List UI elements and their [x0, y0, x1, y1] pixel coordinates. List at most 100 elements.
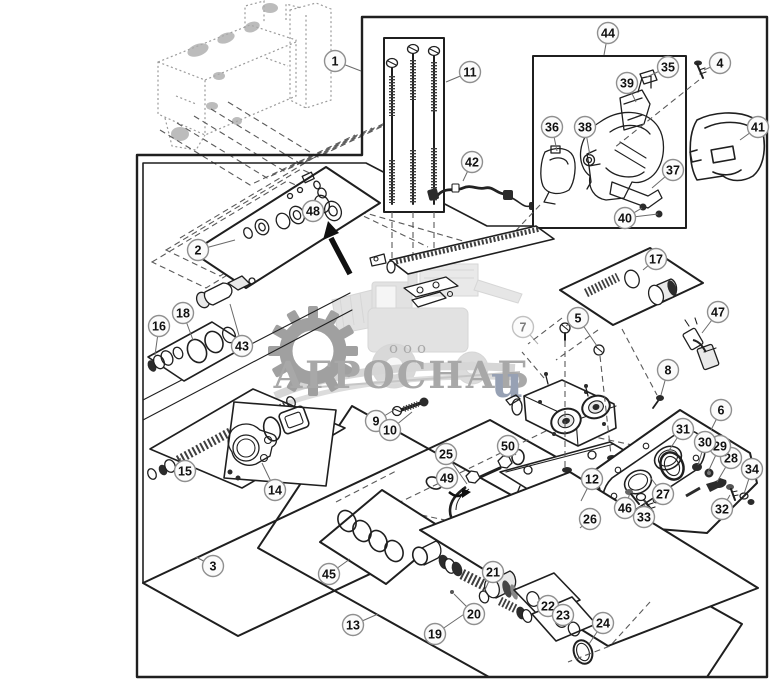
- gear-icon: [268, 306, 358, 396]
- valve-rail: [369, 225, 555, 308]
- callout-16: 16: [147, 314, 171, 356]
- callout-7: 7: [511, 315, 539, 345]
- svg-text:16: 16: [152, 320, 166, 334]
- bracket-box-14: [223, 401, 337, 487]
- spool-box-19: [411, 471, 759, 647]
- oring-21: [478, 590, 490, 604]
- callout-44: 44: [596, 21, 620, 56]
- stud: [385, 57, 399, 205]
- svg-text:8: 8: [665, 364, 672, 378]
- callout-2: 2: [186, 238, 236, 262]
- seal-plate-2: [191, 166, 381, 289]
- callout-30: 30: [693, 430, 717, 466]
- seal-30: [692, 463, 702, 471]
- svg-text:29: 29: [713, 440, 727, 454]
- scv-body: [505, 351, 617, 447]
- svg-text:4: 4: [717, 57, 724, 71]
- callout-24: 24: [588, 611, 615, 645]
- svg-text:26: 26: [583, 513, 597, 527]
- callout-41: 41: [739, 115, 770, 141]
- seal-31: [659, 451, 685, 481]
- svg-text:9: 9: [373, 415, 380, 429]
- svg-text:5: 5: [575, 312, 582, 326]
- callout-6: 6: [709, 398, 733, 431]
- stud: [406, 43, 420, 205]
- callout-34: 34: [740, 457, 764, 495]
- callout-11: 11: [445, 60, 482, 84]
- callout-38: 38: [573, 115, 597, 157]
- fitting-9-10: [391, 397, 429, 417]
- svg-text:21: 21: [486, 566, 500, 580]
- screw-32: [726, 484, 739, 501]
- cover-36: [540, 147, 576, 195]
- svg-text:13: 13: [346, 619, 360, 633]
- pin-20: [450, 590, 454, 594]
- callout-31: 31: [667, 417, 695, 453]
- lower-bracket-40: [609, 181, 663, 209]
- plug-16: [147, 346, 184, 372]
- svg-text:2: 2: [195, 244, 202, 258]
- callout-42: 42: [460, 150, 484, 182]
- small-arrow: [462, 488, 471, 498]
- callout-32: 32: [710, 494, 734, 521]
- callout-15: 15: [173, 457, 197, 483]
- svg-text:37: 37: [666, 164, 680, 178]
- svg-text:19: 19: [428, 628, 442, 642]
- svg-text:7: 7: [520, 321, 527, 335]
- callout-8: 8: [656, 358, 680, 396]
- callout-5: 5: [565, 306, 598, 347]
- cartridge-box-17: [527, 247, 704, 361]
- svg-text:11: 11: [463, 66, 476, 80]
- svg-text:40: 40: [618, 212, 632, 226]
- svg-text:23: 23: [556, 609, 570, 623]
- svg-text:14: 14: [268, 484, 282, 498]
- callout-47: 47: [701, 300, 730, 334]
- callout-40: 40: [613, 206, 659, 230]
- svg-text:10: 10: [383, 424, 397, 438]
- screw-46: [625, 489, 640, 505]
- callout-37: 37: [651, 158, 685, 189]
- svg-text:31: 31: [676, 423, 690, 437]
- callout-10: 10: [378, 411, 413, 442]
- svg-text:27: 27: [656, 488, 670, 502]
- callout-1: 1: [323, 49, 362, 73]
- svg-text:39: 39: [620, 77, 634, 91]
- svg-text:36: 36: [545, 121, 559, 135]
- callout-48: 48: [301, 199, 325, 223]
- studs-box: [383, 37, 445, 272]
- callout-27: 27: [649, 476, 675, 506]
- svg-text:25: 25: [439, 448, 453, 462]
- svg-text:1: 1: [332, 55, 339, 69]
- lever-arm: [685, 486, 701, 498]
- svg-text:3: 3: [210, 560, 217, 574]
- svg-text:12: 12: [585, 473, 599, 487]
- svg-text:6: 6: [718, 404, 725, 418]
- ghost-valve-stack: [157, 0, 332, 151]
- svg-text:47: 47: [711, 306, 725, 320]
- svg-text:35: 35: [661, 61, 675, 75]
- callout-4: 4: [703, 51, 732, 75]
- callout-3: 3: [195, 554, 225, 578]
- svg-text:50: 50: [501, 440, 515, 454]
- svg-text:49: 49: [440, 472, 454, 486]
- svg-text:42: 42: [465, 156, 479, 170]
- svg-text:46: 46: [618, 502, 632, 516]
- callout-46: 46: [613, 492, 637, 520]
- watermark-brand: АГРОСНАБ: [273, 353, 531, 397]
- svg-text:32: 32: [715, 503, 729, 517]
- lever-28: [706, 478, 727, 492]
- svg-text:48: 48: [306, 205, 320, 219]
- svg-text:20: 20: [467, 608, 481, 622]
- callout-45: 45: [317, 558, 351, 586]
- svg-text:18: 18: [176, 307, 190, 321]
- callout-35: 35: [646, 55, 680, 79]
- callout-20: 20: [453, 593, 486, 626]
- callout-33: 33: [632, 499, 656, 529]
- latch-35: [639, 69, 658, 85]
- svg-text:41: 41: [751, 121, 765, 135]
- callout-36: 36: [540, 115, 564, 152]
- svg-text:30: 30: [698, 436, 712, 450]
- callout-23: 23: [551, 603, 575, 627]
